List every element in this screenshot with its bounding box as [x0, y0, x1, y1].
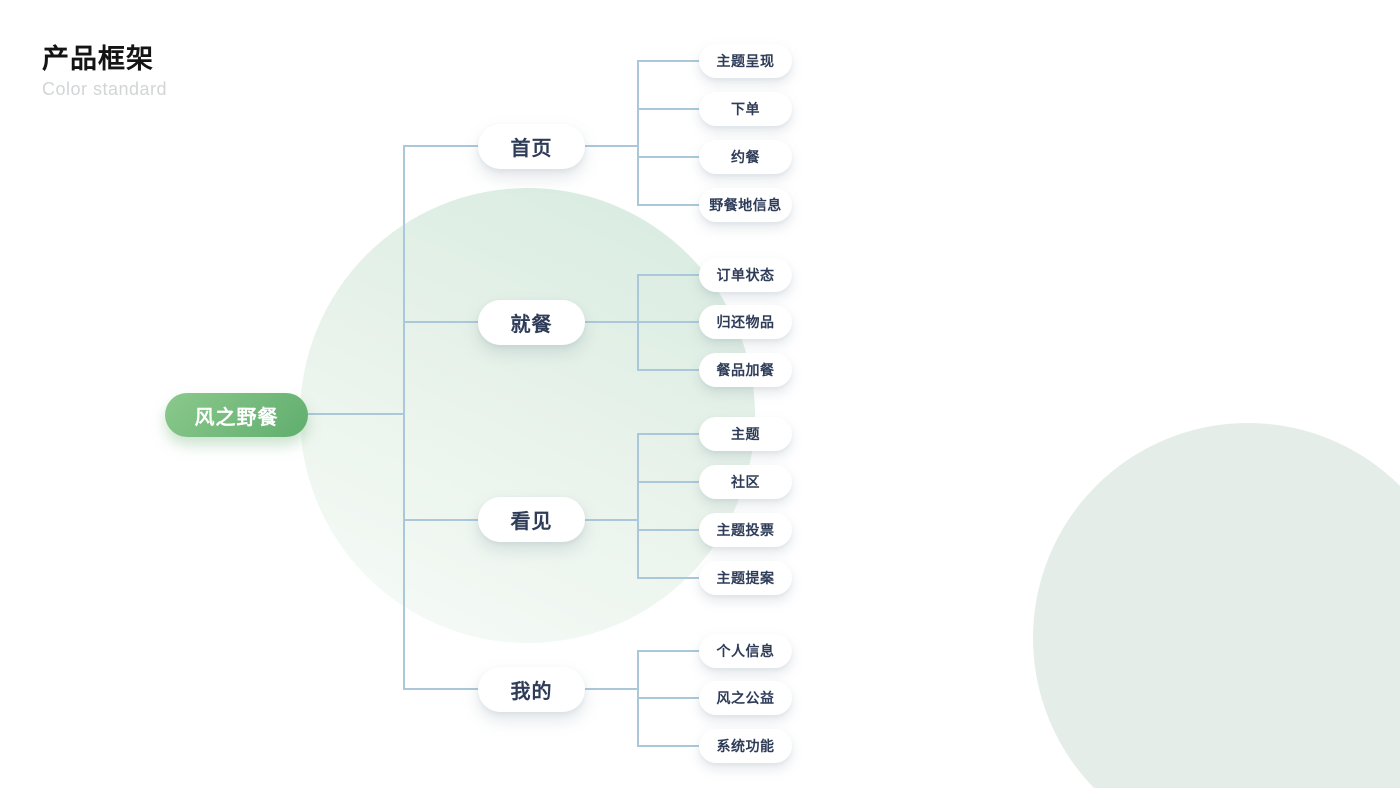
connector-leaf [637, 369, 705, 371]
page-title: 产品框架 [42, 44, 154, 74]
connector-child-trunk-home [637, 60, 639, 206]
node-picnic-site-info: 野餐地信息 [699, 188, 792, 222]
node-place-order: 下单 [699, 92, 792, 126]
node-return-items: 归还物品 [699, 305, 792, 339]
node-wind-charity: 风之公益 [699, 681, 792, 715]
connector-leaf [637, 274, 705, 276]
connector-leaf [637, 481, 705, 483]
connector-leaf [637, 321, 705, 323]
background-circle-center [300, 188, 755, 643]
node-root: 风之野餐 [165, 393, 308, 437]
connector-trunk-to-see [403, 519, 485, 521]
connector-leaf [637, 529, 705, 531]
node-mine: 我的 [478, 667, 585, 712]
connector-child-trunk-see [637, 433, 639, 579]
connector-leaf [637, 204, 705, 206]
connector-leaf [637, 433, 705, 435]
connector-leaf [637, 60, 705, 62]
connector-leaf [637, 156, 705, 158]
node-theme: 主题 [699, 417, 792, 451]
node-book-meal: 约餐 [699, 140, 792, 174]
node-order-status: 订单状态 [699, 258, 792, 292]
node-home: 首页 [478, 124, 585, 169]
node-system-features: 系统功能 [699, 729, 792, 763]
connector-leaf [637, 577, 705, 579]
connector-leaf [637, 108, 705, 110]
node-community: 社区 [699, 465, 792, 499]
node-meal-addon: 餐品加餐 [699, 353, 792, 387]
connector-leaf [637, 697, 705, 699]
node-theme-vote: 主题投票 [699, 513, 792, 547]
node-personal-info: 个人信息 [699, 634, 792, 668]
page-subtitle: Color standard [42, 79, 168, 100]
node-theme-display: 主题呈现 [699, 44, 792, 78]
connector-mine-to-children [580, 688, 639, 690]
background-circle-bottom-right [1033, 423, 1400, 788]
connector-home-to-children [580, 145, 639, 147]
connector-main-trunk [403, 145, 405, 690]
node-dining: 就餐 [478, 300, 585, 345]
connector-trunk-to-home [403, 145, 485, 147]
node-theme-proposal: 主题提案 [699, 561, 792, 595]
connector-leaf [637, 745, 705, 747]
connector-leaf [637, 650, 705, 652]
connector-root-to-trunk [300, 413, 405, 415]
connector-dining-to-children [580, 321, 639, 323]
header: 产品框架 Color standard [42, 44, 167, 100]
connector-trunk-to-mine [403, 688, 485, 690]
node-see: 看见 [478, 497, 585, 542]
connector-see-to-children [580, 519, 639, 521]
connector-trunk-to-dining [403, 321, 485, 323]
